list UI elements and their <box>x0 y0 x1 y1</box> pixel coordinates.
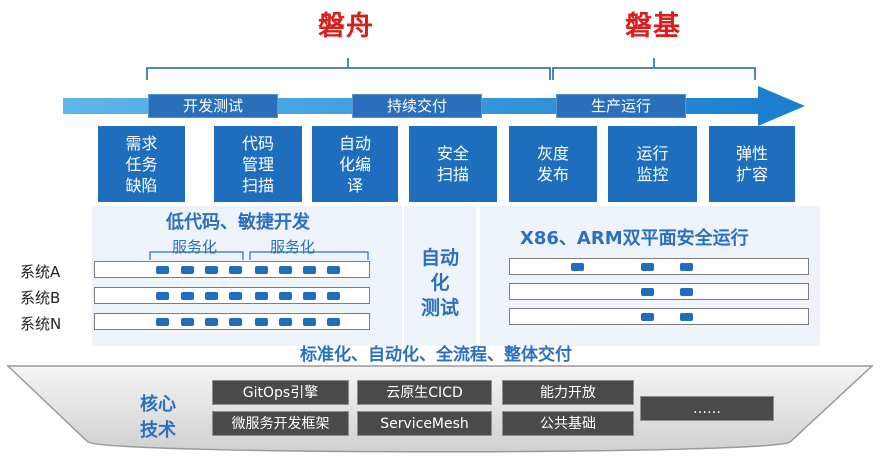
lowcode-agile-title: 低代码、敏捷开发 <box>166 212 310 233</box>
service-block <box>156 318 169 326</box>
service-block <box>205 292 218 300</box>
service-block <box>229 292 242 300</box>
title-panji: 磐基 <box>625 11 681 42</box>
service-block <box>156 266 169 274</box>
service-block <box>156 292 169 300</box>
summary-text: 标准化、自动化、全流程、整体交付 <box>300 345 572 365</box>
runtime-block <box>571 263 584 271</box>
service-block <box>327 266 340 274</box>
system-b-row <box>94 287 370 304</box>
phase-production-run: 生产运行 <box>556 94 686 118</box>
system-a-row <box>94 261 370 278</box>
runtime-row-1 <box>509 258 809 275</box>
dual-plane-title: X86、ARM双平面安全运行 <box>520 228 749 249</box>
step-gray-release: 灰度发布 <box>509 126 597 202</box>
service-block <box>255 318 268 326</box>
service-block <box>255 266 268 274</box>
core-service-mesh: ServiceMesh <box>357 411 492 436</box>
system-n-label: 系统N <box>20 315 62 333</box>
runtime-block <box>641 263 654 271</box>
brace-right <box>552 58 756 80</box>
service-block <box>327 292 340 300</box>
phase-continuous-delivery: 持续交付 <box>352 94 482 118</box>
core-capability-open: 能力开放 <box>502 380 634 405</box>
panel-auto-test <box>404 206 476 346</box>
step-auto-compile: 自动化编译 <box>312 126 398 202</box>
runtime-block <box>680 313 693 321</box>
step-code-management: 代码管理扫描 <box>214 126 302 202</box>
runtime-row-2 <box>509 283 809 300</box>
service-brackets <box>149 251 369 260</box>
service-block <box>229 318 242 326</box>
service-block <box>279 318 292 326</box>
runtime-block <box>680 288 693 296</box>
title-panzhou: 磐舟 <box>318 11 374 42</box>
phase-dev-test: 开发测试 <box>148 94 278 118</box>
brace-left <box>146 58 551 80</box>
system-b-label: 系统B <box>20 289 61 307</box>
service-block <box>303 266 316 274</box>
step-run-monitor: 运行监控 <box>608 126 697 202</box>
step-security-scan: 安全扫描 <box>409 126 497 202</box>
core-more: …… <box>640 396 774 421</box>
service-block <box>229 266 242 274</box>
service-block <box>255 292 268 300</box>
step-requirements: 需求任务缺陷 <box>98 126 185 202</box>
core-gitops: GitOps引擎 <box>212 380 349 405</box>
service-block <box>205 318 218 326</box>
system-a-label: 系统A <box>20 263 61 281</box>
core-microservice-framework: 微服务开发框架 <box>212 411 349 436</box>
system-n-row <box>94 313 370 330</box>
step-elastic-scale: 弹性扩容 <box>709 126 795 202</box>
service-block <box>327 318 340 326</box>
core-common-foundation: 公共基础 <box>502 411 634 436</box>
runtime-block <box>641 288 654 296</box>
service-block <box>181 266 194 274</box>
auto-test-text: 自动 化 测试 <box>420 247 459 319</box>
runtime-block <box>641 313 654 321</box>
runtime-block <box>680 263 693 271</box>
core-tech-label: 核心 技术 <box>140 394 176 441</box>
runtime-row-3 <box>509 308 809 325</box>
service-block <box>279 292 292 300</box>
service-block <box>303 318 316 326</box>
service-block <box>205 266 218 274</box>
service-block <box>181 318 194 326</box>
service-block <box>181 292 194 300</box>
service-block <box>303 292 316 300</box>
core-cloud-native-cicd: 云原生CICD <box>357 380 492 405</box>
service-block <box>279 266 292 274</box>
